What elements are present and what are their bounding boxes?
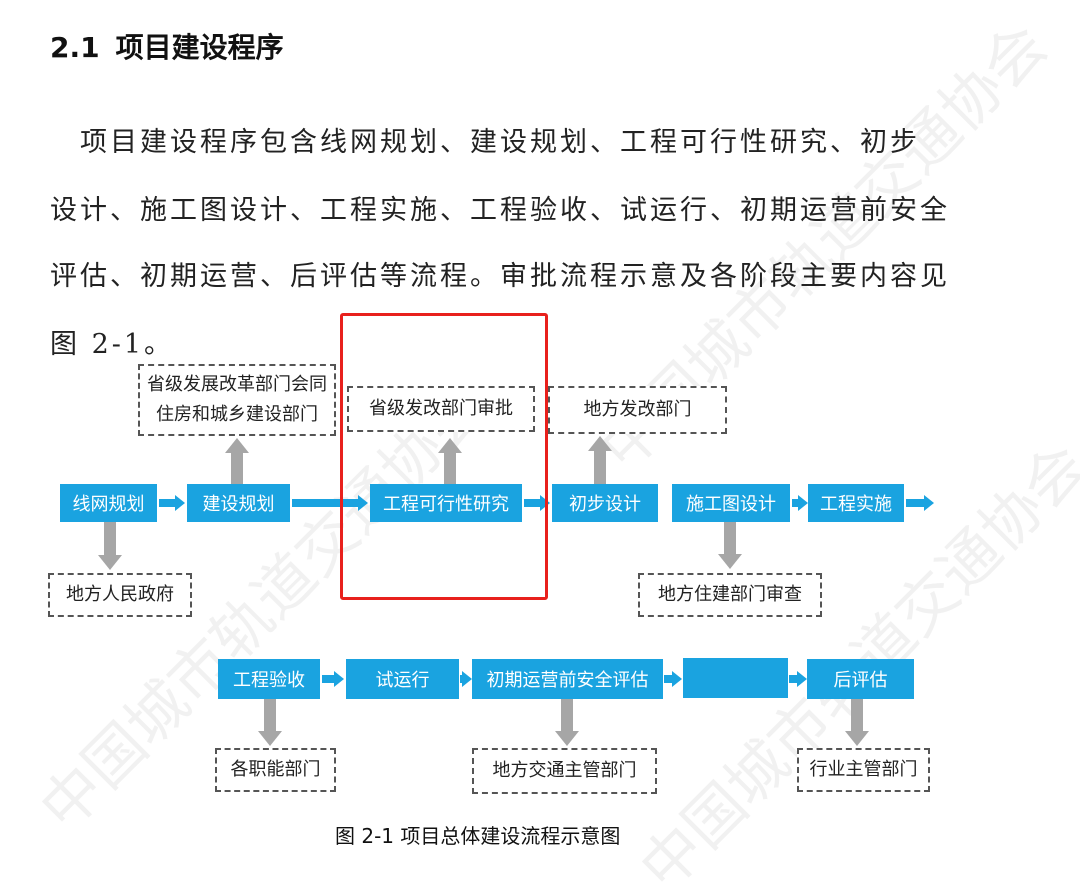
paragraph-line: 图 2-1。 xyxy=(50,329,175,360)
arrow-right xyxy=(789,671,807,687)
arrow-up-icon xyxy=(225,438,249,484)
flow-box-acceptance: 工程验收 xyxy=(218,659,320,699)
figure-caption: 图 2-1 项目总体建设流程示意图 xyxy=(335,824,621,848)
highlight-frame xyxy=(340,313,548,600)
paragraph-line: 评估、初期运营、后评估等流程。审批流程示意及各阶段主要内容见 xyxy=(50,261,950,292)
authority-box-network: 地方人民政府 xyxy=(48,573,192,617)
flow-box-post-evaluation: 后评估 xyxy=(807,659,914,699)
flow-box-initial-operation-blank xyxy=(683,658,788,698)
section-heading: 2.1 项目建设程序 xyxy=(50,26,300,66)
authority-box-acceptance: 各职能部门 xyxy=(215,748,336,792)
flow-box-feasibility-study: 工程可行性研究 xyxy=(370,484,522,522)
arrow-right xyxy=(792,495,808,511)
arrow-down-icon xyxy=(258,699,282,746)
authority-box-post-eval: 行业主管部门 xyxy=(797,748,930,792)
arrow-right xyxy=(322,671,344,687)
flow-box-construction-drawing-design: 施工图设计 xyxy=(672,484,790,522)
authority-box-construction-plan: 省级发展改革部门会同 住房和城乡建设部门 xyxy=(138,364,336,436)
flow-box-network-planning: 线网规划 xyxy=(60,484,157,522)
arrow-right xyxy=(460,671,472,687)
arrow-right xyxy=(906,495,934,511)
authority-label: 住房和城乡建设部门 xyxy=(156,404,318,425)
authority-box-preliminary: 地方发改部门 xyxy=(548,386,727,434)
paragraph-line: 设计、施工图设计、工程实施、工程验收、试运行、初期运营前安全 xyxy=(50,195,950,226)
authority-box-construction-drawing: 地方住建部门审查 xyxy=(638,573,822,617)
authority-box-safety-eval: 地方交通主管部门 xyxy=(472,748,657,794)
authority-box-feasibility: 省级发改部门审批 xyxy=(347,386,535,432)
flow-box-preliminary-design: 初步设计 xyxy=(552,484,658,522)
flow-box-trial-operation: 试运行 xyxy=(346,659,459,699)
arrow-right xyxy=(664,671,682,687)
arrow-down-icon xyxy=(718,522,742,569)
authority-label: 省级发展改革部门会同 xyxy=(147,374,327,395)
arrow-right xyxy=(292,495,368,511)
arrow-up-icon xyxy=(588,436,612,484)
section-title: 项目建设程序 xyxy=(115,31,284,64)
flow-box-construction-planning: 建设规划 xyxy=(187,484,290,522)
section-number: 2.1 xyxy=(50,31,100,64)
paragraph-line: 项目建设程序包含线网规划、建设规划、工程可行性研究、初步 xyxy=(50,127,920,158)
flow-box-safety-evaluation: 初期运营前安全评估 xyxy=(472,659,663,699)
flow-box-construction: 工程实施 xyxy=(808,484,904,522)
arrow-right xyxy=(159,495,185,511)
arrow-down-icon xyxy=(555,699,579,746)
arrow-up-icon xyxy=(438,438,462,484)
arrow-down-icon xyxy=(845,699,869,746)
arrow-down-icon xyxy=(98,522,122,570)
